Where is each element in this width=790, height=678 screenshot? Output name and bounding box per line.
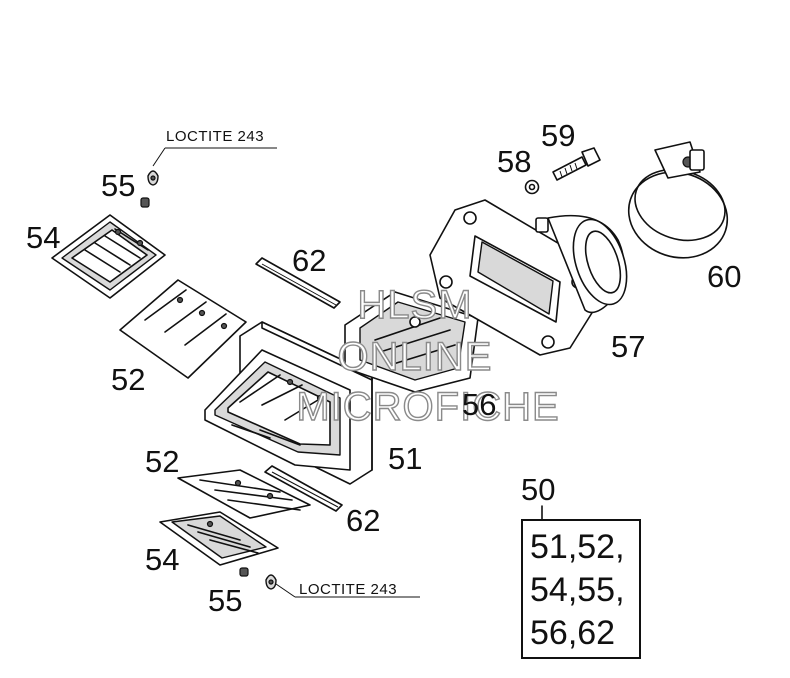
watermark-line-2: ONLINE <box>338 335 493 379</box>
reed-stopper-plate-top <box>51 214 166 299</box>
callout-51: 51 <box>388 441 422 476</box>
callout-54-bottom: 54 <box>145 542 179 577</box>
screw-bottom <box>239 567 420 598</box>
callout-52-top: 52 <box>111 362 145 397</box>
callout-59: 59 <box>541 118 575 153</box>
kit-line-1: 51,52, <box>530 528 625 566</box>
callout-57: 57 <box>611 329 645 364</box>
washer <box>524 179 540 195</box>
kit-line-2: 54,55, <box>530 571 625 609</box>
callout-52-bottom: 52 <box>145 444 179 479</box>
intake-manifold <box>429 199 628 356</box>
reed-stopper-plate-bottom <box>159 511 279 566</box>
reed-cage <box>344 291 479 393</box>
callout-50: 50 <box>521 472 555 507</box>
gasket-strip-top <box>255 257 341 309</box>
hose-clamp <box>627 141 729 259</box>
callout-55-bottom: 55 <box>208 583 242 618</box>
callout-56: 56 <box>462 387 496 422</box>
watermark-line-3: MICROFICHE <box>296 385 559 429</box>
watermark: HLSM ONLINE MICROFICHE <box>296 282 560 429</box>
callout-55-top: 55 <box>101 168 135 203</box>
watermark-line-1: HLSM <box>357 283 472 327</box>
reed-petal-top <box>119 279 247 379</box>
callout-62-bottom: 62 <box>346 503 380 538</box>
loctite-note-bottom: LOCTITE 243 <box>299 581 397 598</box>
reed-petal-bottom <box>177 469 311 519</box>
gasket-strip-bottom <box>264 465 343 512</box>
bolt <box>552 147 601 181</box>
kit-line-3: 56,62 <box>530 614 615 652</box>
callout-62-top: 62 <box>292 243 326 278</box>
screw-top <box>140 147 277 208</box>
loctite-note-top: LOCTITE 243 <box>166 128 264 145</box>
kit-contents-box: 51,52, 54,55, 56,62 <box>521 505 641 659</box>
callout-58: 58 <box>497 144 531 179</box>
callout-54-top: 54 <box>26 220 60 255</box>
callout-60: 60 <box>707 259 741 294</box>
reed-valve-block <box>204 321 373 485</box>
